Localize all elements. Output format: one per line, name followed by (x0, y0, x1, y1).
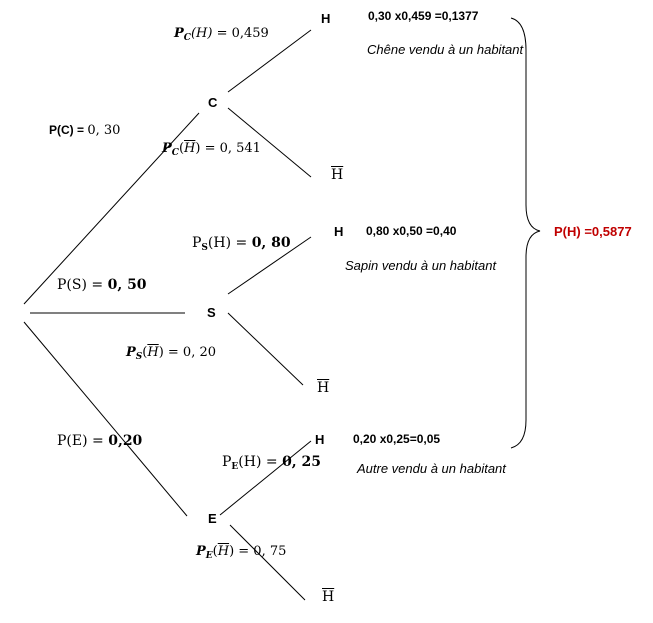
prob-s-hbar: PS(H) = 0, 20 (126, 345, 217, 362)
branch-s-h (227, 236, 312, 295)
prob-e-h-sub: E (231, 462, 239, 472)
prob-s: P(S) = 0, 50 (57, 278, 147, 292)
node-c: C (208, 95, 218, 110)
prob-c-hbar-value: ) = 0, 541 (195, 141, 261, 156)
node-c-hbar: H (331, 167, 344, 183)
prob-s-h-mid: (H) = (207, 235, 252, 251)
node-e-hbar: H (322, 589, 335, 605)
branch-c-hbar (227, 107, 312, 178)
node-s-hbar: H (317, 380, 330, 396)
prob-s-h-p: P (192, 235, 202, 251)
prob-s-h-value: 0, 80 (251, 235, 291, 251)
note-s: Sapin vendu à un habitant (345, 258, 497, 273)
prob-c-h-sub: C (183, 33, 191, 43)
branch-root-e (23, 321, 188, 517)
node-c-h: H (321, 11, 331, 26)
branch-s-hbar (227, 312, 304, 386)
branch-e-h (219, 440, 312, 516)
prob-e-hbar-p: P (196, 544, 206, 559)
prob-e-hbar-value: ) = 0, 75 (229, 544, 287, 559)
prob-c-hbar: PC(H) = 0, 541 (162, 141, 261, 158)
prob-e-value: 0,20 (108, 433, 143, 449)
prob-s-hbar-sub: S (135, 352, 143, 362)
prob-s-label: P(S) = (57, 277, 108, 293)
prob-s-h: PS(H) = 0, 80 (192, 236, 291, 253)
calc-c: 0,30 x0,459 =0,1377 (368, 9, 479, 23)
prob-c-hbar-arg: H (184, 141, 196, 156)
prob-e-hbar: PE(H) = 0, 75 (196, 544, 287, 561)
prob-s-h-sub: S (201, 243, 208, 253)
prob-c-h-p: P (174, 26, 184, 41)
node-s: S (207, 305, 216, 320)
prob-e: P(E) = 0,20 (57, 434, 142, 448)
branch-e-hbar (229, 524, 306, 601)
total-probability: P(H) =0,5877 (554, 224, 632, 239)
prob-e-hbar-sub: E (205, 551, 213, 561)
note-c: Chêne vendu à un habitant (367, 42, 524, 57)
note-e: Autre vendu à un habitant (357, 461, 506, 476)
prob-s-hbar-p: P (126, 345, 136, 360)
branch-root-c (23, 112, 200, 305)
node-e: E (208, 511, 217, 526)
prob-c-h: PC(H) = 0,459 (174, 27, 269, 43)
prob-e-h-mid: (H) = (238, 454, 283, 470)
prob-e-label: P(E) = (57, 433, 109, 449)
prob-e-h: PE(H) = 0, 25 (222, 455, 321, 472)
branch-c-h (227, 29, 312, 93)
prob-s-hbar-value: ) = 0, 20 (158, 345, 217, 360)
prob-e-h-value: 0, 25 (282, 454, 322, 470)
prob-e-hbar-arg: H (217, 544, 230, 559)
prob-c-value: 0, 30 (87, 123, 121, 138)
prob-s-value: 0, 50 (107, 277, 147, 293)
prob-c-h-mid: (H) = (190, 26, 232, 41)
node-s-h: H (334, 224, 344, 239)
calc-e: 0,20 x0,25=0,05 (353, 432, 441, 446)
calc-s: 0,80 x0,50 =0,40 (366, 224, 457, 238)
prob-c-h-value: 0,459 (231, 26, 269, 41)
prob-c: P(C) = 0, 30 (49, 124, 120, 137)
prob-s-hbar-arg: H (147, 345, 159, 360)
node-e-h: H (315, 432, 325, 447)
prob-c-label: P(C) = (49, 123, 88, 137)
summary-brace (510, 17, 541, 449)
prob-c-hbar-sub: C (171, 148, 179, 158)
prob-e-h-p: P (222, 454, 232, 470)
prob-c-hbar-p: P (162, 141, 172, 156)
